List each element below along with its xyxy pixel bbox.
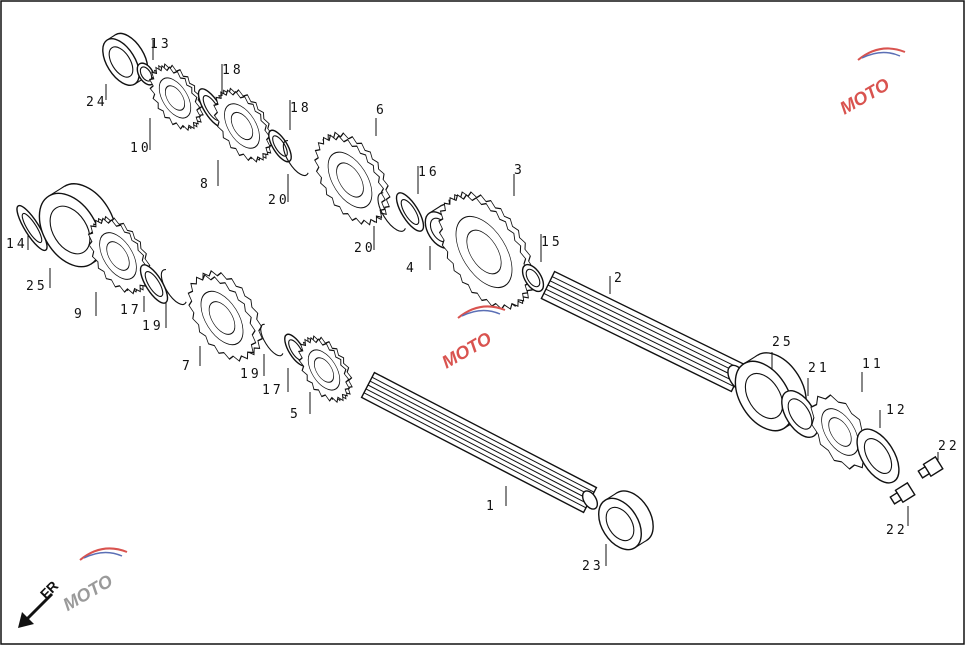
callout-label-p9: 9 — [74, 307, 85, 322]
callout-label-p5: 5 — [290, 407, 301, 422]
part-circlip-p20b — [377, 192, 406, 232]
callout-label-p1: 1 — [486, 499, 497, 514]
watermark-bottom-left: MOTO — [59, 547, 128, 615]
watermark-top-right: MOTO — [836, 47, 906, 118]
part-gear-p7 — [187, 270, 263, 362]
callout-label-p16: 16 — [418, 165, 440, 180]
callout-label-p20b: 20 — [354, 241, 376, 256]
callout-label-p14: 14 — [6, 237, 28, 252]
front-direction-arrow: FR — [18, 578, 61, 628]
part-gear-p6 — [314, 131, 391, 226]
callout-label-p24: 24 — [86, 95, 108, 110]
part-gear-p10 — [148, 63, 204, 132]
part-gear-p5 — [297, 335, 353, 404]
callout-label-p19b: 19 — [240, 367, 262, 382]
callout-label-p23: 23 — [582, 559, 604, 574]
callout-label-p22b: 22 — [886, 523, 908, 538]
watermark-text-2: MOTO — [438, 328, 494, 372]
part-ring-p14 — [16, 204, 48, 252]
callout-label-p19a: 19 — [142, 319, 164, 334]
callout-label-p10: 10 — [130, 141, 152, 156]
part-gear-p8 — [213, 87, 274, 163]
callout-label-p18a: 18 — [222, 63, 244, 78]
part-gear-p3 — [438, 191, 535, 310]
callout-label-p25b: 25 — [772, 335, 794, 350]
part-circlip-p20a — [282, 140, 309, 177]
input-shaft — [540, 270, 749, 393]
callout-label-p6: 6 — [376, 103, 387, 118]
callout-label-p12: 12 — [886, 403, 908, 418]
callout-label-p17a: 17 — [120, 303, 142, 318]
shafts-layer — [360, 270, 749, 514]
part-washer-p15 — [521, 263, 545, 293]
callout-label-p8: 8 — [200, 177, 211, 192]
callout-label-p4: 4 — [406, 261, 417, 276]
callout-label-p2: 2 — [614, 271, 625, 286]
part-circlip-p19b — [260, 323, 284, 357]
callout-label-p13: 13 — [150, 37, 172, 52]
parts-layer — [16, 32, 944, 551]
watermark-text-1: MOTO — [836, 74, 892, 118]
front-direction-label: FR — [37, 578, 62, 603]
callout-label-p15: 15 — [541, 235, 563, 250]
callout-label-p11: 11 — [862, 357, 884, 372]
part-gear-p9 — [87, 215, 152, 295]
part-bolt-p22a — [917, 455, 944, 479]
callout-label-p20a: 20 — [268, 193, 290, 208]
callout-label-p3: 3 — [514, 163, 525, 178]
part-circlip-p19a — [160, 269, 187, 306]
callout-label-p21: 21 — [808, 361, 830, 376]
callout-label-p25a: 25 — [26, 279, 48, 294]
callout-label-p18b: 18 — [290, 101, 312, 116]
watermark-text-3: MOTO — [59, 571, 115, 615]
part-washer-p16 — [395, 192, 425, 232]
callout-label-p22a: 22 — [938, 439, 960, 454]
callout-label-p7: 7 — [182, 359, 193, 374]
part-bearing-p23 — [598, 490, 654, 551]
part-bolt-p22b — [889, 481, 916, 505]
output-shaft — [360, 371, 599, 514]
watermark-center: MOTO — [438, 305, 506, 372]
callout-label-p17b: 17 — [262, 383, 284, 398]
part-plate-p12 — [856, 428, 900, 484]
